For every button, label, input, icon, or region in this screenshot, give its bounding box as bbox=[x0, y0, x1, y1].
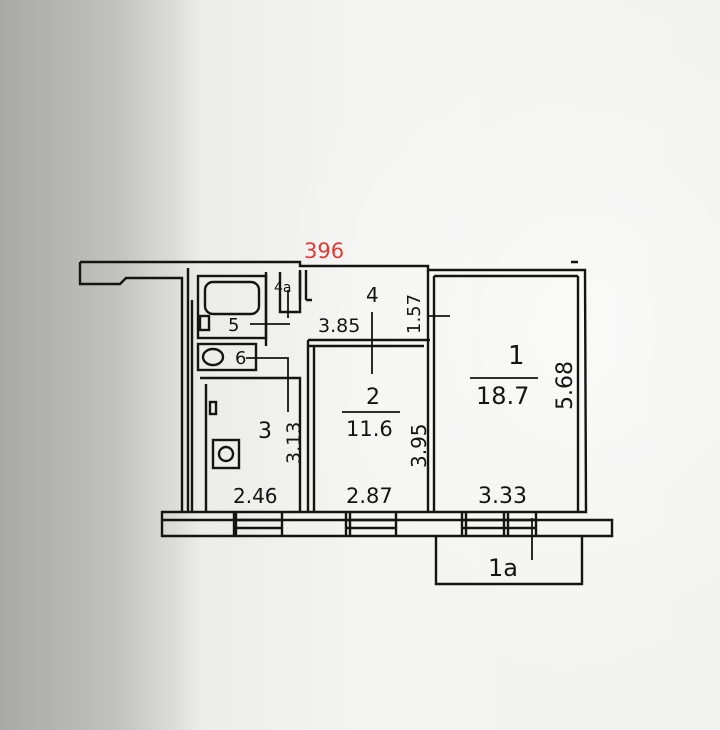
room-4-width: 3.85 bbox=[318, 315, 360, 337]
room-3-length: 3.13 bbox=[283, 422, 305, 464]
shadow-overlay bbox=[0, 0, 160, 730]
room-1-length: 5.68 bbox=[553, 361, 578, 410]
room-1-width: 3.33 bbox=[478, 484, 527, 509]
stove-burner bbox=[217, 445, 235, 463]
room-1-number: 1 bbox=[508, 341, 525, 371]
room-2-area: 11.6 bbox=[346, 417, 393, 441]
outer-wall bbox=[80, 260, 614, 538]
room-2-length: 3.95 bbox=[407, 423, 431, 468]
room-4-number: 4 bbox=[366, 283, 379, 307]
stove bbox=[211, 438, 241, 470]
window-room2 bbox=[344, 512, 398, 536]
outer-wall-inner bbox=[186, 268, 194, 512]
window-room1 bbox=[460, 512, 538, 536]
room-2-width: 2.87 bbox=[346, 484, 393, 508]
sink-5 bbox=[198, 314, 211, 332]
leader-6 bbox=[246, 357, 289, 412]
room-4-length: 1.57 bbox=[404, 294, 425, 334]
wall-room1-left bbox=[426, 270, 436, 512]
bathtub bbox=[203, 280, 261, 316]
toilet-6 bbox=[201, 347, 225, 367]
corridor-wall bbox=[78, 262, 184, 512]
room-5-number: 5 bbox=[228, 315, 239, 336]
room-2-number: 2 bbox=[366, 385, 380, 410]
toilet-room-6 bbox=[196, 342, 258, 372]
wall-room4 bbox=[298, 270, 312, 302]
room-6-number: 6 bbox=[235, 348, 246, 369]
window-room3 bbox=[232, 512, 284, 536]
room-3-number: 3 bbox=[258, 419, 272, 444]
room-1-area: 18.7 bbox=[476, 382, 529, 410]
right-outer-wall bbox=[571, 260, 580, 512]
room-3-width: 2.46 bbox=[233, 484, 278, 508]
balcony-label: 1a bbox=[488, 554, 518, 582]
wall-room2 bbox=[306, 338, 430, 512]
room-4a-number: 4a bbox=[274, 280, 292, 296]
red-dimension-label: 396 bbox=[304, 239, 344, 263]
kitchen-sink bbox=[208, 400, 218, 416]
balcony-outline bbox=[434, 536, 584, 586]
wall-room3-top bbox=[200, 376, 302, 512]
